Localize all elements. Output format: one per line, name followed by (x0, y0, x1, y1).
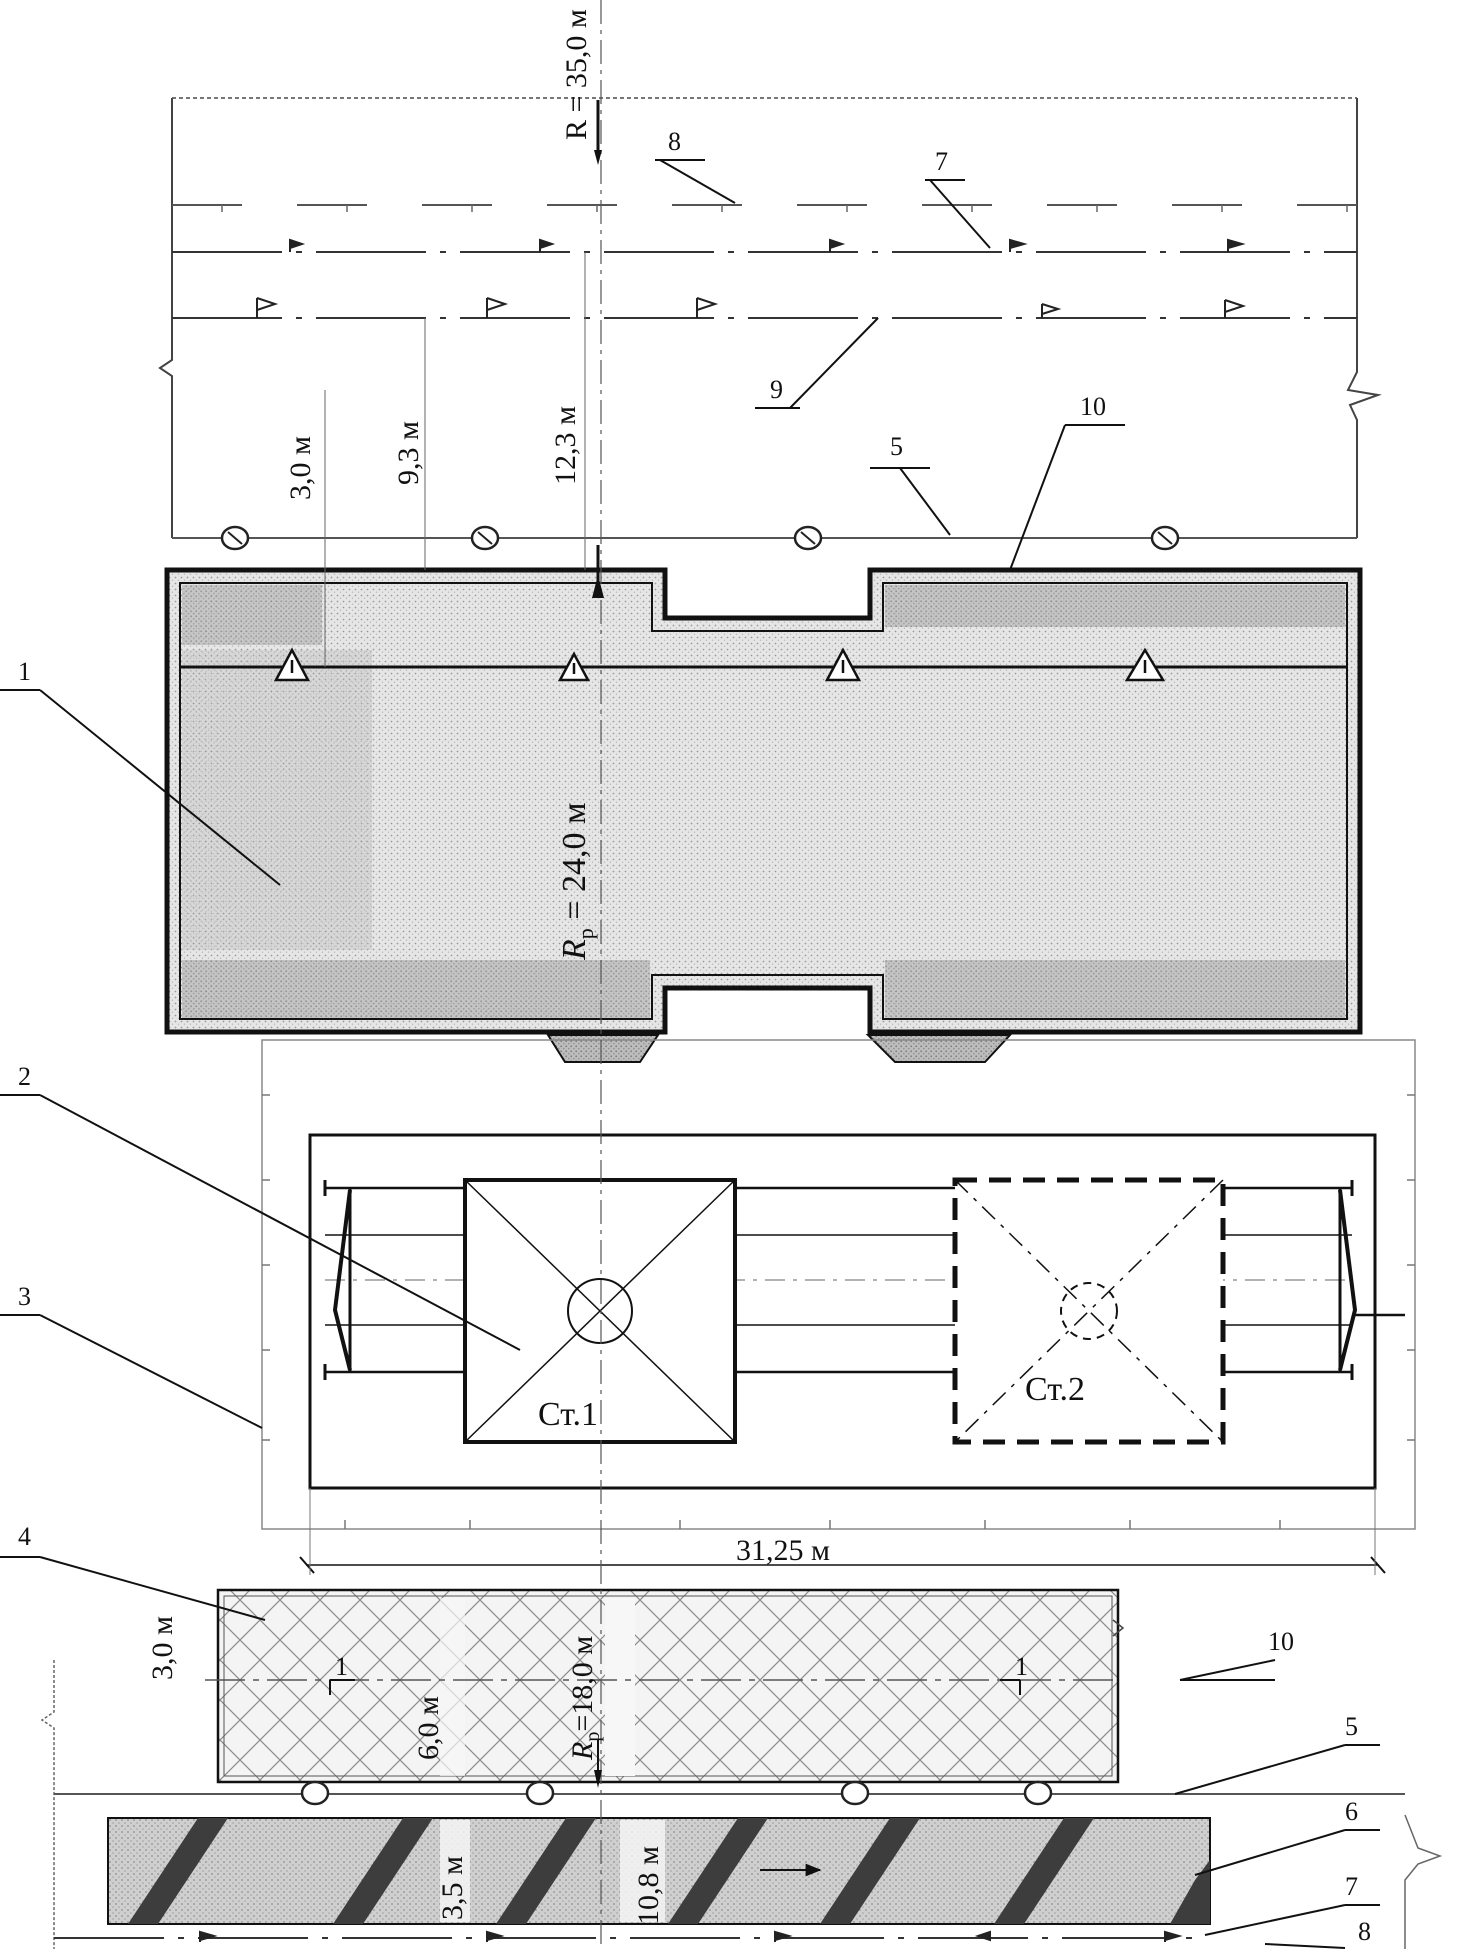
flags-bottom (199, 1930, 1183, 1942)
dim-radius-35: R = 35,0 м (560, 9, 593, 140)
station-1-crane-circle (567, 1278, 633, 1344)
callout-8-bottom: 8 (1358, 1917, 1371, 1946)
building-outline (164, 567, 1363, 1063)
station-2-label: Ст.2 (1025, 1371, 1085, 1408)
labels: 1 2 3 4 5 5 6 7 7 8 8 9 10 10 R = 35,0 м… (18, 9, 1371, 1946)
fence-post-marks-top (227, 531, 1173, 545)
road-stripes (128, 1818, 1210, 1924)
station-1 (463, 1178, 737, 1444)
dim-3-0-bottom: 3,0 м (146, 1616, 179, 1680)
dim-3-5: 3,5 м (436, 1856, 469, 1920)
shade-right-top (885, 585, 1345, 627)
station-1-label: Ст.1 (538, 1396, 598, 1433)
dim-3-0-top: 3,0 м (284, 436, 317, 500)
dim-10-8: 10,8 м (632, 1846, 665, 1925)
crane-zone (261, 1039, 1416, 1575)
storage-gap (605, 1598, 635, 1776)
building-footprint (164, 567, 1363, 1035)
storage-area (205, 1588, 1125, 1784)
callout-5-bottom: 5 (1345, 1712, 1358, 1741)
callout-3: 3 (18, 1282, 31, 1311)
callout-10-top: 10 (1080, 392, 1106, 421)
callout-10-bottom: 10 (1268, 1627, 1294, 1656)
shade-left-mid (182, 650, 372, 950)
callout-8-top: 8 (668, 127, 681, 156)
porch-right (865, 1034, 1013, 1063)
storage-pad (216, 1588, 1120, 1784)
dim-9-3: 9,3 м (392, 421, 425, 485)
dim-radius-24: Rp = 24,0 м (556, 803, 598, 961)
shade-bottom-right (885, 960, 1345, 1018)
callout-7-bottom: 7 (1345, 1872, 1358, 1901)
fence-posts-bottom (300, 1780, 1053, 1806)
station-2 (952, 1177, 1226, 1445)
buffer-left (332, 1189, 352, 1371)
road-ticks-top (221, 205, 1348, 212)
section-mark-left: 1 (335, 1652, 348, 1681)
dim-12-3: 12,3 м (549, 406, 582, 485)
break-line-right (1346, 98, 1382, 538)
shade-bottom-left (182, 960, 650, 1018)
porch-left (546, 1034, 660, 1063)
dim-6-0: 6,0 м (412, 1696, 445, 1760)
end-stops (323, 1180, 1354, 1380)
crane-axis (592, 0, 604, 1949)
zone-ticks (262, 1094, 1415, 1529)
callout-7-top: 7 (935, 147, 948, 176)
dimension-leaders (324, 252, 586, 667)
break-line-left (158, 98, 173, 538)
dim-radius-18: Rp=18,0 м (566, 1636, 604, 1761)
callout-2: 2 (18, 1062, 31, 1091)
dim-31-25: 31,25 м (736, 1534, 830, 1567)
shade-left-top (182, 585, 322, 645)
callout-6: 6 (1345, 1797, 1358, 1826)
flags-line-7 (289, 238, 1246, 252)
callout-1: 1 (18, 657, 31, 686)
bottom-road (40, 1660, 1443, 1949)
buffer-right (1338, 1189, 1358, 1371)
callout-4: 4 (18, 1522, 31, 1551)
flags-line-9 (256, 297, 1247, 318)
crane-track-frame (308, 1133, 1377, 1490)
top-road (158, 97, 1382, 551)
crane-zone-outer (261, 1039, 1416, 1530)
section-mark-right: 1 (1015, 1652, 1028, 1681)
building-inner-wall (179, 582, 1348, 1020)
station-2-crane-circle (1060, 1282, 1118, 1340)
callout-5-top: 5 (890, 432, 903, 461)
warning-marks (290, 660, 1147, 674)
callout-9: 9 (770, 375, 783, 404)
callout-leaders (0, 159, 1380, 1949)
